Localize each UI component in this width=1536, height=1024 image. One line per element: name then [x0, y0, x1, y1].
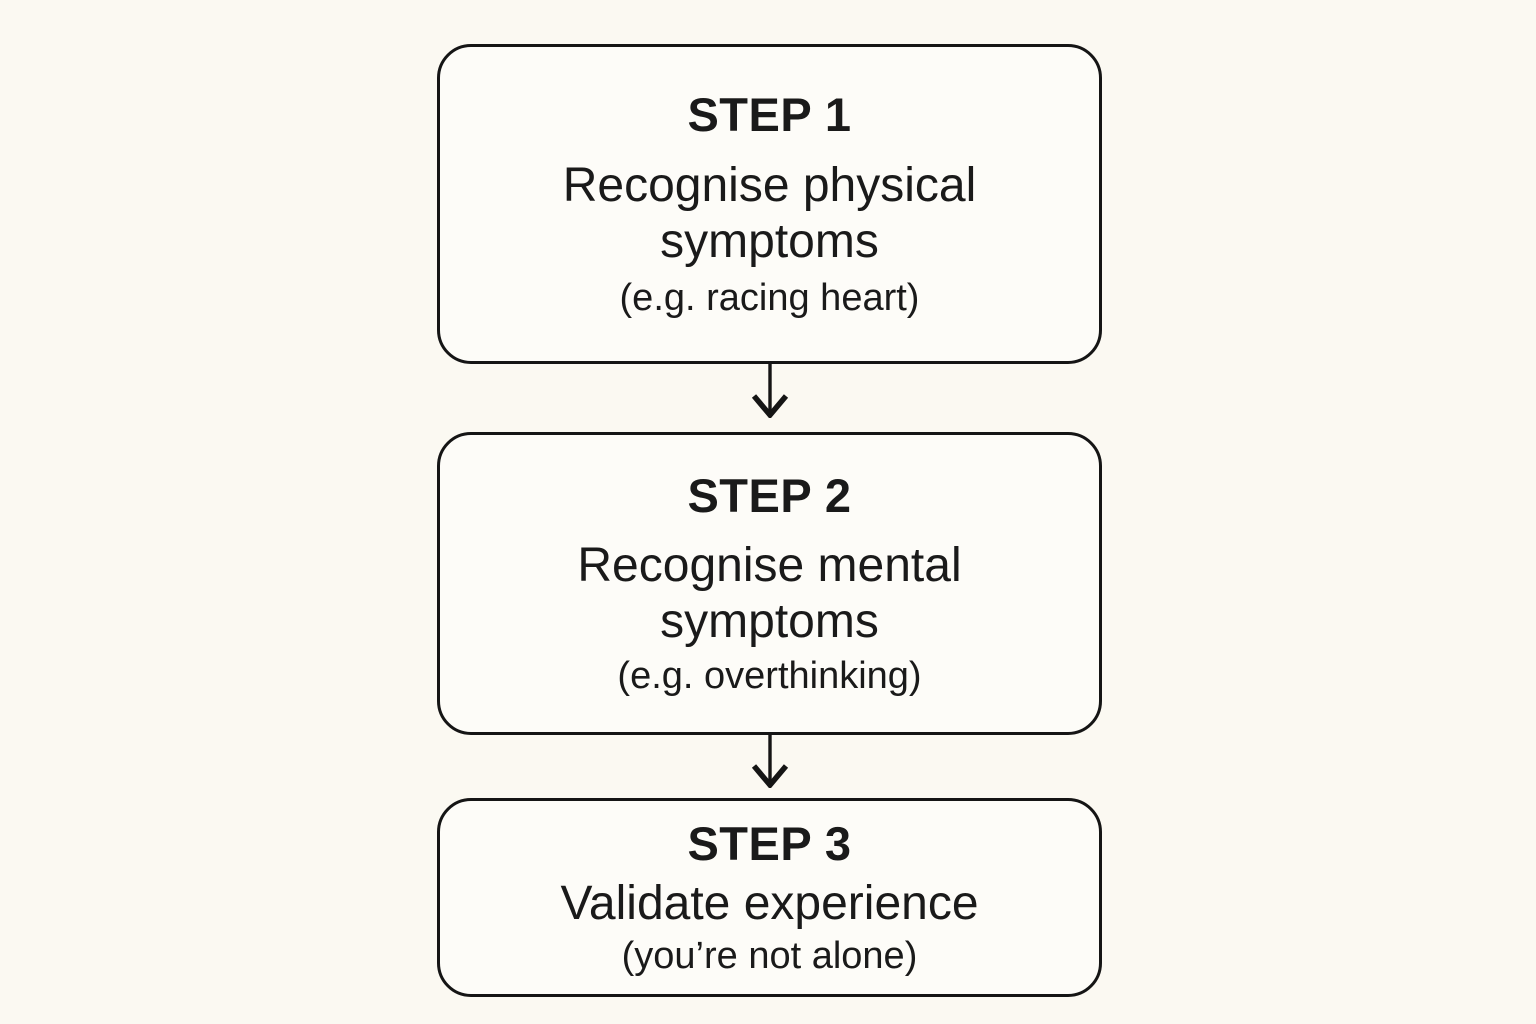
- step-1-heading: STEP 1: [687, 87, 852, 141]
- step-3-heading: STEP 3: [687, 817, 852, 871]
- step-1-title: Recognise physical symptoms: [562, 159, 977, 269]
- step-2-heading: STEP 2: [687, 469, 852, 523]
- connector-arrow-step1-to-step2: [735, 362, 805, 418]
- arrow-down-icon: [751, 734, 789, 788]
- step-box-2[interactable]: STEP 2 Recognise mental symptoms (e.g. o…: [437, 432, 1102, 735]
- step-2-note: (e.g. overthinking): [617, 654, 922, 697]
- arrow-down-icon: [751, 362, 789, 418]
- step-box-1[interactable]: STEP 1 Recognise physical symptoms (e.g.…: [437, 44, 1102, 364]
- step-3-title: Validate experience: [560, 876, 979, 930]
- connector-arrow-step2-to-step3: [735, 734, 805, 788]
- step-3-note: (you’re not alone): [621, 934, 918, 977]
- step-box-3[interactable]: STEP 3 Validate experience (you’re not a…: [437, 798, 1102, 997]
- step-1-note: (e.g. racing heart): [619, 277, 920, 320]
- step-2-title: Recognise mental symptoms: [577, 538, 962, 648]
